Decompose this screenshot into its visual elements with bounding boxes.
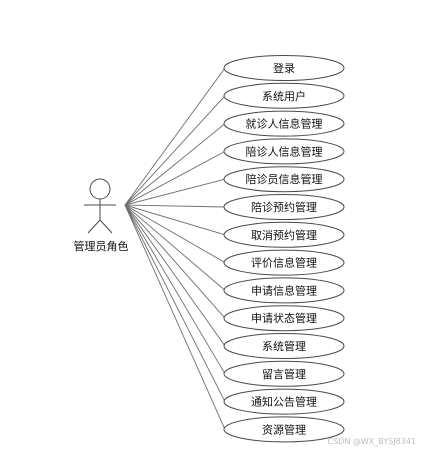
association-line [124, 151, 226, 206]
association-line [124, 204, 226, 263]
use-case: 陪诊人信息管理 [223, 138, 345, 165]
association-line [124, 67, 226, 206]
association-lines [124, 67, 226, 430]
association-line [124, 204, 226, 430]
use-case-ellipse [223, 277, 345, 304]
use-case: 登录 [223, 55, 345, 81]
association-line [124, 204, 226, 402]
use-case-ellipse [223, 221, 345, 248]
actor-right-leg [99, 219, 113, 234]
association-line [124, 95, 226, 206]
use-case-ellipse [223, 110, 345, 137]
use-case-label: 通知公告管理 [251, 395, 317, 409]
use-case: 陪诊员信息管理 [223, 166, 345, 193]
association-line [124, 123, 226, 206]
association-line [124, 178, 226, 206]
use-case-ellipse [223, 82, 345, 109]
use-case: 系统用户 [223, 82, 345, 109]
use-case-ellipse [223, 138, 345, 165]
use-case-ellipse [223, 249, 345, 276]
association-line [124, 204, 226, 291]
actor-admin: 管理员角色 [74, 178, 129, 253]
use-cases: 登录系统用户就诊人信息管理陪诊人信息管理陪诊员信息管理陪诊预约管理取消预约管理评… [223, 55, 345, 443]
use-case-label: 申请状态管理 [251, 311, 317, 325]
use-case-label: 登录 [273, 61, 295, 75]
use-case-label: 取消预约管理 [251, 228, 317, 242]
use-case-label: 申请信息管理 [251, 283, 317, 297]
association-line [124, 204, 226, 236]
actor-head [89, 178, 111, 200]
watermark: CSDN @WX_BYSJ8341 [328, 437, 416, 446]
use-case: 留言管理 [223, 360, 345, 387]
use-case: 资源管理 [223, 416, 345, 443]
association-line [124, 204, 226, 208]
use-case-label: 陪诊预约管理 [251, 200, 317, 214]
use-case: 就诊人信息管理 [223, 110, 345, 137]
actor-label: 管理员角色 [74, 239, 129, 253]
use-case-ellipse [223, 388, 345, 415]
association-line [124, 204, 226, 375]
use-case: 申请信息管理 [223, 277, 345, 304]
use-case-ellipse [223, 55, 345, 81]
use-case-label: 系统管理 [262, 339, 306, 353]
use-case-ellipse [223, 305, 345, 332]
use-case-label: 就诊人信息管理 [246, 117, 323, 131]
actor-left-leg [87, 219, 101, 234]
use-case-ellipse [223, 166, 345, 193]
use-case: 取消预约管理 [223, 221, 345, 248]
use-case-label: 系统用户 [262, 89, 306, 103]
use-case-label: 陪诊人信息管理 [246, 144, 323, 158]
use-case-ellipse [223, 416, 345, 443]
use-case: 通知公告管理 [223, 388, 345, 415]
use-case: 评价信息管理 [223, 249, 345, 276]
association-line [124, 204, 226, 347]
use-case-ellipse [223, 333, 345, 359]
use-case: 陪诊预约管理 [223, 194, 345, 220]
use-case-ellipse [223, 194, 345, 220]
association-line [124, 204, 226, 319]
use-case-label: 留言管理 [262, 367, 306, 381]
use-case: 申请状态管理 [223, 305, 345, 332]
use-case-label: 资源管理 [262, 422, 306, 436]
use-case-label: 陪诊员信息管理 [246, 172, 323, 186]
use-case-ellipse [223, 360, 345, 387]
use-case: 系统管理 [223, 333, 345, 359]
use-case-label: 评价信息管理 [251, 256, 317, 270]
